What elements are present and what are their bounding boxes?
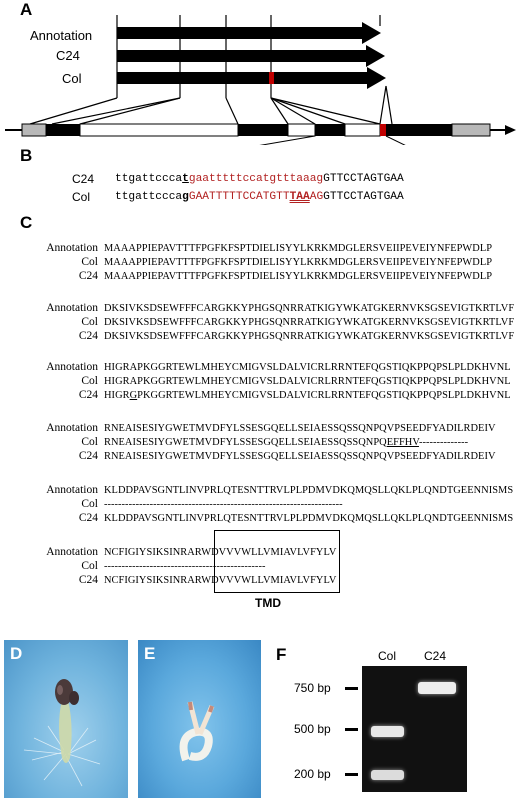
align-label: Col bbox=[81, 560, 98, 572]
band-c24 bbox=[418, 682, 456, 694]
panel-label-a: A bbox=[20, 0, 33, 19]
align-sequence: KLDDPAVSGNTLINVPRLQTESNTTRVLPLPDMVDKQMQS… bbox=[104, 485, 514, 496]
seq-part: RNEAISESIYGWETMVDFYLSSESGQELLSEIAESSQSSQ… bbox=[104, 437, 387, 448]
align-sequence: ----------------------------------------… bbox=[104, 561, 266, 572]
align-sequence: MAAAPPIEPAVTTTFPGFKFSPTDIELISYYLKRKMDGLE… bbox=[104, 271, 493, 282]
col-seq-red-2: AG bbox=[309, 191, 324, 203]
panel-label-c: C bbox=[20, 213, 33, 232]
c24-seq-post: GTTCCTAGTGAA bbox=[323, 173, 404, 185]
seq-gap: -------------- bbox=[418, 437, 469, 448]
annotation-arrow bbox=[117, 22, 381, 44]
marker-label-200: 200 bp bbox=[294, 767, 331, 781]
align-sequence: RNEAISESIYGWETMVDFYLSSESGQELLSEIAESSQSSQ… bbox=[104, 437, 468, 448]
align-label: C24 bbox=[78, 270, 98, 282]
seq-part: HIGR bbox=[104, 390, 130, 401]
align-sequence: RNEAISESIYGWETMVDFYLSSESGQELLSEIAESSQSSQ… bbox=[104, 451, 496, 462]
align-label: C24 bbox=[78, 389, 98, 401]
align-sequence: DKSIVKSDSEWFFFCARGKKYPHGSQNRRATKIGYWKATG… bbox=[104, 303, 515, 314]
align-sequence: HIGRAPKGGRTEWLMHEYCMIGVSLDALVICRLRRNTEFQ… bbox=[104, 362, 511, 373]
seq-part: PKGGRTEWLMHEYCMIGVSLDALVICRLRRNTEFQGSTIQ… bbox=[137, 390, 511, 401]
marker-label-500: 500 bp bbox=[294, 722, 331, 736]
align-label: Col bbox=[81, 498, 98, 510]
c24-dna-sequence: ttgattcccatgaatttttccatgtttaaagGTTCCTAGT… bbox=[115, 173, 404, 185]
align-label: Annotation bbox=[46, 361, 98, 373]
seq-variant: G bbox=[129, 390, 138, 401]
align-sequence: RNEAISESIYGWETMVDFYLSSESGQELLSEIAESSQSSQ… bbox=[104, 423, 496, 434]
marker-label-750: 750 bp bbox=[294, 681, 331, 695]
seq-label-c24: C24 bbox=[72, 172, 95, 186]
gene-structure-diagram bbox=[5, 15, 516, 145]
seedling-photo-e bbox=[138, 640, 261, 798]
col-seq-snp: g bbox=[182, 191, 189, 203]
align-sequence: NCFIGIYSIKSINRARWDVVVWLLVMIAVLVFYLV bbox=[104, 547, 337, 558]
align-label: Annotation bbox=[46, 422, 98, 434]
c24-seq-snp: t bbox=[182, 173, 189, 185]
track-label-col: Col bbox=[62, 71, 82, 86]
panel-label-f: F bbox=[276, 645, 287, 664]
align-label: C24 bbox=[78, 574, 98, 586]
align-label: Col bbox=[81, 256, 98, 268]
align-label: C24 bbox=[78, 512, 98, 524]
align-sequence: HIGRAPKGGRTEWLMHEYCMIGVSLDALVICRLRRNTEFQ… bbox=[104, 376, 511, 387]
lane-label-col: Col bbox=[378, 649, 397, 663]
panel-label-e: E bbox=[144, 644, 156, 663]
align-label: Col bbox=[81, 436, 98, 448]
seq-frameshift: EFFHV bbox=[386, 437, 419, 448]
align-label: C24 bbox=[78, 450, 98, 462]
marker-tick bbox=[345, 687, 358, 690]
align-sequence: DKSIVKSDSEWFFFCARGKKYPHGSQNRRATKIGYWKATG… bbox=[104, 331, 515, 342]
align-label: Col bbox=[81, 375, 98, 387]
align-label: Col bbox=[81, 316, 98, 328]
c24-arrow bbox=[117, 45, 385, 67]
c24-seq-insertion: gaatttttccatgtttaaag bbox=[188, 173, 324, 185]
col-dna-sequence: ttgattcccagGAATTTTTCCATGTTTAAAGGTTCCTAGT… bbox=[115, 191, 404, 203]
align-sequence: ----------------------------------------… bbox=[104, 499, 343, 510]
panel-label-b: B bbox=[20, 146, 33, 165]
tmd-label: TMD bbox=[255, 596, 281, 610]
lane-label-c24: C24 bbox=[424, 649, 447, 663]
align-label: Annotation bbox=[46, 484, 98, 496]
align-sequence: KLDDPAVSGNTLINVPRLQTESNTTRVLPLPDMVDKQMQS… bbox=[104, 513, 514, 524]
align-sequence: HIGRGPKGGRTEWLMHEYCMIGVSLDALVICRLRRNTEFQ… bbox=[104, 390, 511, 401]
panel-label-d: D bbox=[10, 644, 23, 663]
align-label: Annotation bbox=[46, 546, 98, 558]
col-seq-red-1: GAATTTTTCCATGTT bbox=[188, 191, 290, 203]
marker-tick bbox=[345, 728, 358, 731]
align-label: C24 bbox=[78, 330, 98, 342]
col-seq-pre: ttgattccca bbox=[115, 191, 183, 203]
seedling-photo-d bbox=[4, 640, 128, 798]
align-sequence: MAAAPPIEPAVTTTFPGFKFSPTDIELISYYLKRKMDGLE… bbox=[104, 243, 493, 254]
agarose-gel bbox=[362, 666, 467, 792]
track-label-annotation: Annotation bbox=[30, 28, 93, 43]
align-sequence: NCFIGIYSIKSINRARWDVVVWLLVMIAVLVFYLV bbox=[104, 575, 337, 586]
c24-seq-pre: ttgattccca bbox=[115, 173, 183, 185]
col-seq-stop-codon: TAA bbox=[289, 191, 310, 203]
seq-label-col: Col bbox=[72, 190, 91, 204]
band-col-upper bbox=[371, 726, 404, 737]
align-label: Annotation bbox=[46, 242, 98, 254]
align-label: Annotation bbox=[46, 302, 98, 314]
marker-tick bbox=[345, 773, 358, 776]
align-sequence: DKSIVKSDSEWFFFCARGKKYPHGSQNRRATKIGYWKATG… bbox=[104, 317, 515, 328]
col-mutation-mark bbox=[269, 72, 274, 84]
col-seq-post: GTTCCTAGTGAA bbox=[323, 191, 404, 203]
band-col-lower bbox=[371, 770, 404, 780]
col-arrow bbox=[117, 67, 386, 89]
align-sequence: MAAAPPIEPAVTTTFPGFKFSPTDIELISYYLKRKMDGLE… bbox=[104, 257, 493, 268]
tmd-box bbox=[214, 530, 340, 593]
track-label-c24: C24 bbox=[56, 48, 80, 63]
